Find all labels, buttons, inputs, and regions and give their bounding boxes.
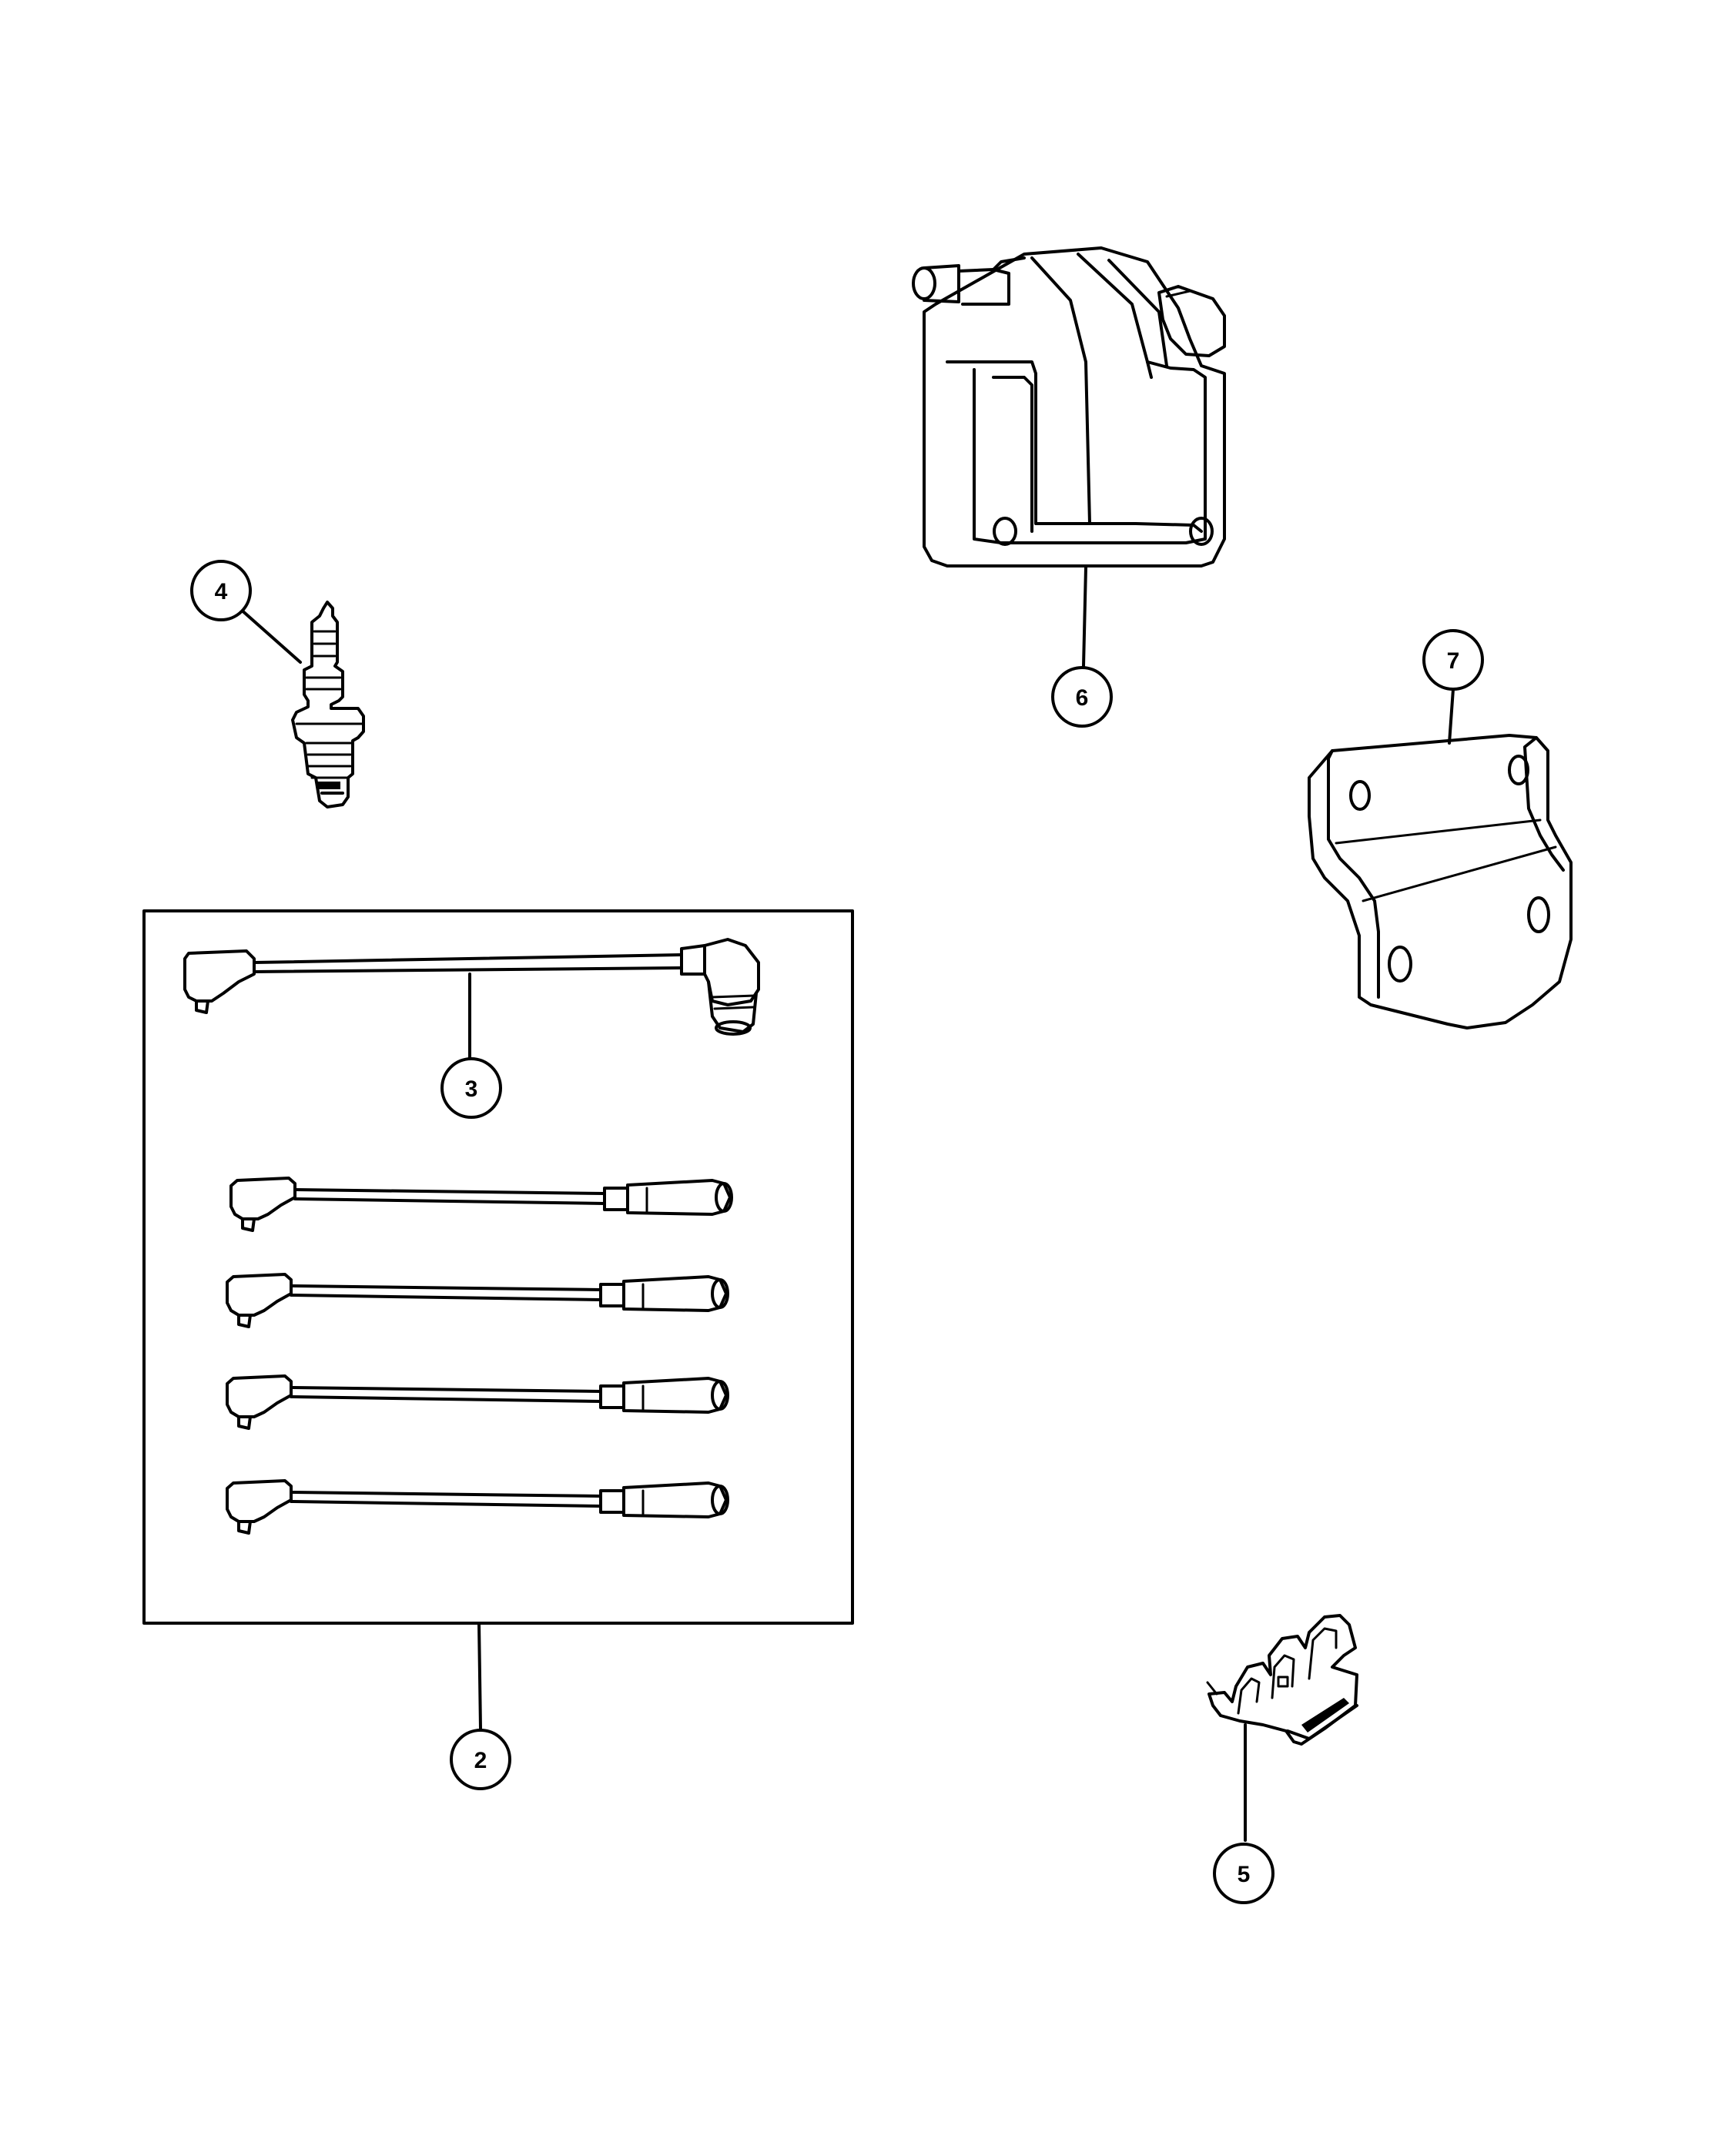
- leader-line-2: [477, 1622, 482, 1730]
- callout-3: 3: [440, 1057, 502, 1119]
- leader-line-4: [238, 607, 302, 664]
- plug-wire-1: [229, 1177, 733, 1232]
- callout-4: 4: [190, 560, 252, 621]
- callout-6: 6: [1051, 666, 1113, 728]
- plug-wire-2: [226, 1273, 729, 1328]
- leader-line-7: [1448, 688, 1455, 745]
- callout-label: 5: [1238, 1862, 1251, 1887]
- wire-separator-drawing: [1206, 1614, 1358, 1746]
- spark-plug-drawing: [291, 601, 365, 808]
- callout-7: 7: [1422, 629, 1484, 691]
- coil-bracket-drawing: [1308, 734, 1573, 1029]
- callout-label: 2: [474, 1748, 487, 1773]
- callout-5: 5: [1213, 1843, 1274, 1904]
- callout-2: 2: [450, 1729, 511, 1790]
- callout-label: 4: [215, 579, 228, 604]
- plug-wire-3: [226, 1374, 729, 1430]
- coil-wire-drawing: [183, 938, 760, 1036]
- callout-label: 7: [1447, 648, 1460, 674]
- callout-label: 3: [465, 1076, 478, 1102]
- wire-set-box: [142, 909, 854, 1625]
- leader-line-6: [1082, 566, 1087, 668]
- ignition-coil-drawing: [912, 246, 1226, 567]
- plug-wire-4: [226, 1479, 729, 1535]
- callout-label: 6: [1076, 685, 1089, 711]
